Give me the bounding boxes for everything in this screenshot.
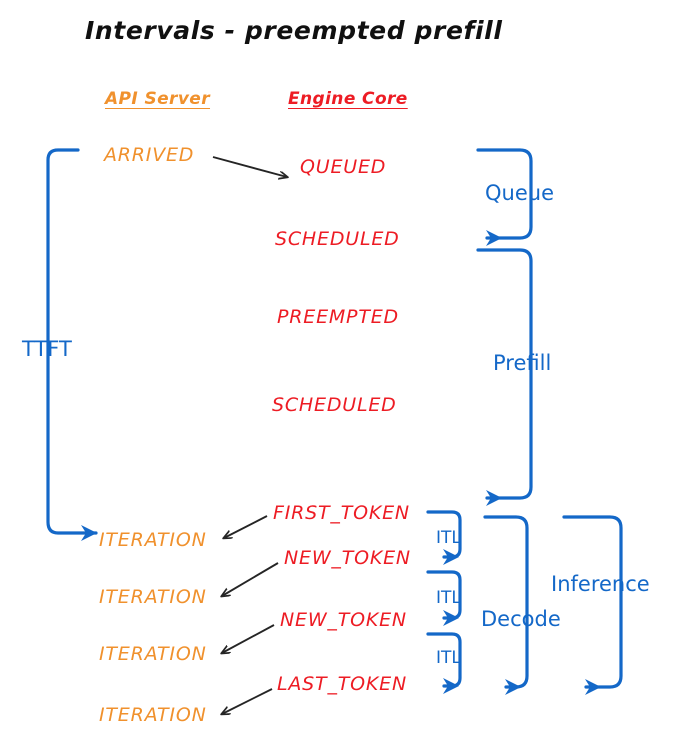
itl-bracket-1	[426, 510, 462, 565]
interval-label-itl-2: ITL	[436, 588, 461, 608]
arrow-arrived-to-queued	[212, 156, 287, 177]
api-event-iteration-4: ITERATION	[99, 704, 207, 726]
api-event-iteration-2: ITERATION	[99, 586, 207, 608]
interval-label-itl-1: ITL	[436, 528, 461, 548]
arrow-last-token-to-iteration-3	[222, 688, 273, 714]
itl-bracket-2	[426, 570, 462, 626]
interval-label-decode: Decode	[481, 607, 561, 631]
arrow-first-token-to-iteration	[224, 515, 268, 538]
interval-label-inference: Inference	[551, 572, 650, 596]
column-header-engine-core: Engine Core	[288, 89, 408, 109]
api-event-iteration-3: ITERATION	[99, 643, 207, 665]
itl-bracket-3	[426, 632, 462, 694]
engine-event-last-token: LAST_TOKEN	[277, 673, 407, 695]
queue-bracket	[476, 148, 533, 246]
engine-event-scheduled-2: SCHEDULED	[272, 394, 397, 416]
engine-event-new-token-2: NEW_TOKEN	[280, 609, 407, 631]
arrow-new-token-to-iteration-2	[222, 624, 275, 653]
interval-label-ttft: TTFT	[22, 337, 72, 361]
decode-bracket	[483, 515, 529, 695]
ttft-bracket	[46, 148, 98, 541]
interval-label-prefill: Prefill	[493, 351, 552, 375]
arrow-new-token-to-iteration-1	[222, 562, 279, 596]
engine-event-scheduled-1: SCHEDULED	[275, 228, 400, 250]
column-header-api-server: API Server	[105, 89, 211, 109]
engine-event-preempted: PREEMPTED	[277, 306, 399, 328]
prefill-bracket	[476, 248, 533, 506]
api-event-arrived: ARRIVED	[104, 144, 195, 166]
page-title: Intervals - preempted prefill	[85, 16, 503, 45]
engine-event-new-token-1: NEW_TOKEN	[284, 547, 411, 569]
api-event-iteration-1: ITERATION	[99, 529, 207, 551]
engine-event-first-token: FIRST_TOKEN	[273, 502, 410, 524]
inference-bracket	[562, 515, 623, 695]
interval-label-queue: Queue	[485, 181, 554, 205]
engine-event-queued: QUEUED	[300, 156, 387, 178]
interval-label-itl-3: ITL	[436, 648, 461, 668]
